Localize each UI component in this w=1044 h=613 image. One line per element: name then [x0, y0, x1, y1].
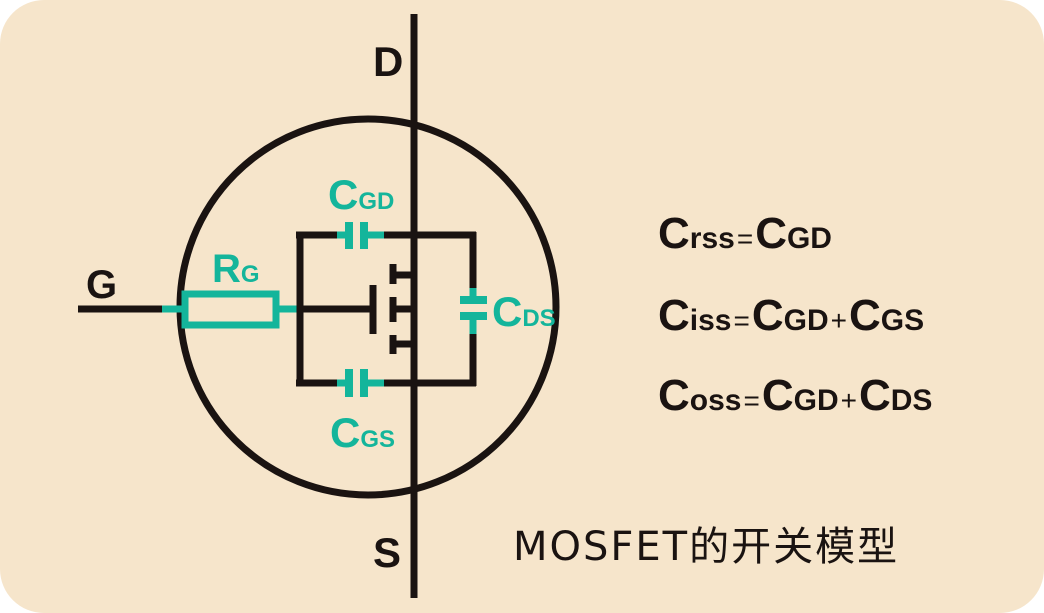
eq1-lhs-main: C	[658, 209, 690, 258]
eq3-t2-main: C	[859, 371, 891, 420]
cgd-label: CGD	[328, 171, 394, 218]
cgs-label-sub: GS	[360, 426, 395, 453]
eq3-t1-sub: GD	[794, 384, 839, 417]
gate-resistor	[181, 290, 280, 329]
cds-label: CDS	[492, 288, 556, 335]
eq3-t2-sub: DS	[891, 384, 933, 417]
equation-ciss: Ciss=CGD+CGS	[658, 291, 924, 340]
cgs-label: CGS	[330, 409, 395, 456]
eq2-t2-sub: GS	[881, 304, 924, 337]
eq2-t1-sub: GD	[784, 304, 829, 337]
eq1-lhs-sub: rss	[690, 222, 735, 255]
eq1-t1-main: C	[755, 209, 787, 258]
cds-label-main: C	[492, 288, 522, 335]
eq2-lhs-main: C	[658, 291, 690, 340]
drain-label: D	[373, 38, 403, 85]
equation-crss: Crss=CGD	[658, 209, 832, 258]
eq3-lhs-sub: oss	[690, 384, 742, 417]
eq1-equals: =	[737, 223, 753, 254]
source-label: S	[373, 529, 401, 576]
gate-resistor-label-main: R	[212, 247, 241, 291]
cgd-label-main: C	[328, 171, 358, 218]
eq3-t1-main: C	[762, 371, 794, 420]
gate-label: G	[86, 263, 117, 307]
eq3-equals: =	[743, 385, 759, 416]
eq3-plus: +	[841, 385, 857, 416]
gate-resistor-label-sub: G	[241, 261, 260, 288]
cds-label-sub: DS	[522, 305, 555, 332]
equation-coss: Coss=CGD+CDS	[658, 371, 932, 420]
eq3-lhs-main: C	[658, 371, 690, 420]
eq2-plus: +	[831, 305, 847, 336]
eq2-equals: =	[734, 305, 750, 336]
eq2-t1-main: C	[752, 291, 784, 340]
eq2-lhs-sub: iss	[690, 304, 732, 337]
gate-resistor-label: RG	[212, 247, 260, 291]
cgs-label-main: C	[330, 409, 360, 456]
cgd-label-sub: GD	[358, 188, 394, 215]
eq1-t1-sub: GD	[787, 222, 832, 255]
eq2-t2-main: C	[849, 291, 881, 340]
diagram-caption: MOSFET的开关模型	[513, 524, 900, 570]
